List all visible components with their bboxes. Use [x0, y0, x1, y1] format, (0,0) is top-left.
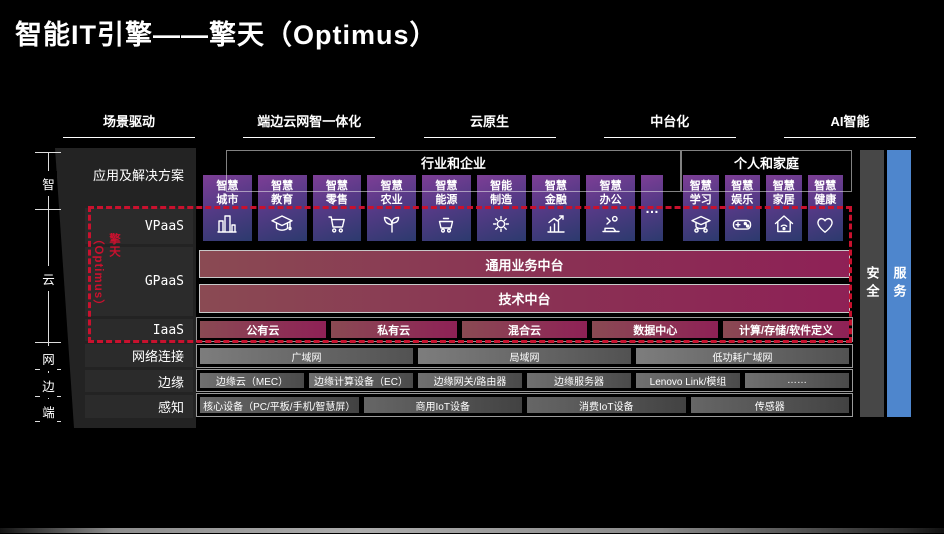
network-row-item-1: 局域网 [418, 348, 631, 364]
right-bar-label: 安全 [864, 265, 880, 302]
iaas-row-item-0: 公有云 [200, 321, 326, 338]
pillar-label: 场景驱动 [63, 111, 195, 138]
page-title: 智能IT引擎——擎天（Optimus） [15, 20, 438, 50]
network-row-item-0: 广域网 [200, 348, 413, 364]
tile-label: 智慧 学习 [689, 180, 712, 207]
learning-cap-icon [689, 212, 713, 236]
edge-row-item-0: 边缘云（MEC） [200, 373, 304, 388]
tile-retail-cart: 智慧 零售 [312, 175, 362, 241]
office-person-icon [599, 212, 623, 236]
manufacturing-gear-icon [489, 212, 513, 236]
axis-tick [35, 152, 61, 153]
tile-row-0: 智慧 城市 智慧 教育 智慧 零售 智慧 农业 智慧 能源 智能 制造 智慧 金融 智慧 办公… [203, 175, 663, 241]
right-bar-label: 服务 [891, 265, 907, 302]
layer-label-4: 网络连接 [85, 344, 193, 367]
device-row-item-1: 商用IoT设备 [363, 397, 522, 413]
edge-row-item-3: 边缘服务器 [527, 373, 631, 388]
device-row: 核心设备（PC/平板/手机/智慧屏）商用IoT设备消费IoT设备传感器 [196, 393, 853, 417]
iaas-row-item-1: 私有云 [330, 321, 457, 338]
tile-label: 智慧 教育 [271, 180, 294, 207]
education-cap-icon [270, 212, 294, 236]
city-icon [215, 212, 239, 236]
tile-agriculture-sprout: 智慧 农业 [367, 175, 416, 241]
layer-label-2: GPaaS [85, 247, 193, 316]
tile-city: 智慧 城市 [203, 175, 252, 241]
tile-label: 智慧 城市 [216, 180, 239, 207]
device-row-item-3: 传感器 [690, 397, 849, 413]
iaas-row-item-4: 计算/存储/软件定义 [723, 321, 849, 338]
network-row-item-2: 低功耗广域网 [636, 348, 849, 364]
gamepad-icon [730, 212, 754, 236]
tile-health-heart: 智慧 健康 [807, 175, 843, 241]
tile-energy-cart: 智慧 能源 [422, 175, 471, 241]
axis-label-3: 边 [40, 372, 57, 398]
layer-label-1: VPaaS [85, 208, 193, 244]
pillar-label: 云原生 [423, 111, 556, 138]
edge-row-item-1: 边缘计算设备（EC） [309, 373, 413, 388]
axis-label-4: 端 [40, 398, 57, 424]
axis-label-2: 网 [40, 345, 57, 371]
axis-label-1: 云 [40, 265, 57, 291]
tile-smart-home: 智慧 家居 [766, 175, 802, 241]
tile-gamepad: 智慧 娱乐 [724, 175, 760, 241]
layer-label-3: IaaS [85, 319, 193, 341]
platform-bar-1: 技术中台 [199, 284, 850, 313]
pillar-row: 场景驱动 端边云网智一体化 云原生 中台化 AI智能 [63, 111, 916, 138]
device-row-item-0: 核心设备（PC/平板/手机/智慧屏） [200, 397, 359, 413]
tile-label: 智慧 健康 [814, 180, 837, 207]
smart-home-icon [772, 212, 796, 236]
tile-finance-chart: 智慧 金融 [531, 175, 581, 241]
tile-manufacturing-gear: 智能 制造 [476, 175, 526, 241]
edge-row-item-5: …… [745, 373, 849, 388]
axis-label-0: 智 [40, 170, 57, 196]
network-row: 广域网局域网低功耗广域网 [196, 344, 853, 368]
right-bar-security: 安全 [860, 150, 884, 417]
edge-row-item-4: Lenovo Link/模组 [636, 373, 740, 388]
tile-label: 智慧 农业 [380, 180, 403, 207]
pillar-label: 端边云网智一体化 [243, 111, 376, 138]
layer-label-5: 边缘 [85, 370, 193, 392]
edge-row: 边缘云（MEC） 边缘计算设备（EC） 边缘网关/路由器边缘服务器 Lenovo Li… [196, 369, 853, 392]
tile-row-1: 智慧 学习智慧 娱乐智慧 家居智慧 健康 [683, 175, 843, 241]
iaas-row-item-3: 数据中心 [592, 321, 719, 338]
tile-label: 智慧 能源 [435, 180, 458, 207]
layer-label-6: 感知 [85, 395, 193, 418]
retail-cart-icon [325, 212, 349, 236]
axis-tick [35, 209, 61, 210]
bottom-accent-strip [0, 528, 944, 533]
group-header: 个人和家庭 [733, 156, 799, 171]
tile-learning-cap: 智慧 学习 [683, 175, 719, 241]
pillar-label: 中台化 [603, 111, 736, 138]
optimus-box-label: 擎天（Optimus） [92, 233, 120, 312]
edge-row-item-2: 边缘网关/路由器 [418, 373, 522, 388]
tile-label: 智能 制造 [490, 180, 513, 207]
tile-label: 智慧 家居 [772, 180, 795, 207]
energy-cart-icon [434, 212, 458, 236]
axis-tick [35, 342, 61, 343]
iaas-row-item-2: 混合云 [461, 321, 588, 338]
right-bar-service: 服务 [887, 150, 911, 417]
agriculture-sprout-icon [380, 212, 404, 236]
layer-label-0: 应用及解决方案 [92, 167, 184, 183]
health-heart-icon [813, 212, 837, 236]
tile-label: … [645, 199, 659, 216]
tile-education-cap: 智慧 教育 [257, 175, 307, 241]
device-row-item-2: 消费IoT设备 [527, 397, 686, 413]
platform-bar-0: 通用业务中台 [199, 250, 850, 278]
pillar-label: AI智能 [784, 111, 916, 138]
finance-chart-icon [544, 212, 568, 236]
tile-label: 智慧 娱乐 [731, 180, 754, 207]
tile-label: 智慧 金融 [544, 180, 567, 207]
tile-office-person: 智慧 办公 [586, 175, 635, 241]
tile-ellipsis: … [641, 175, 663, 241]
group-header: 行业和企业 [420, 156, 486, 171]
tile-label: 智慧 零售 [325, 180, 348, 207]
iaas-row: 公有云私有云混合云数据中心计算/存储/软件定义 [196, 317, 853, 342]
tile-label: 智慧 办公 [599, 180, 622, 207]
